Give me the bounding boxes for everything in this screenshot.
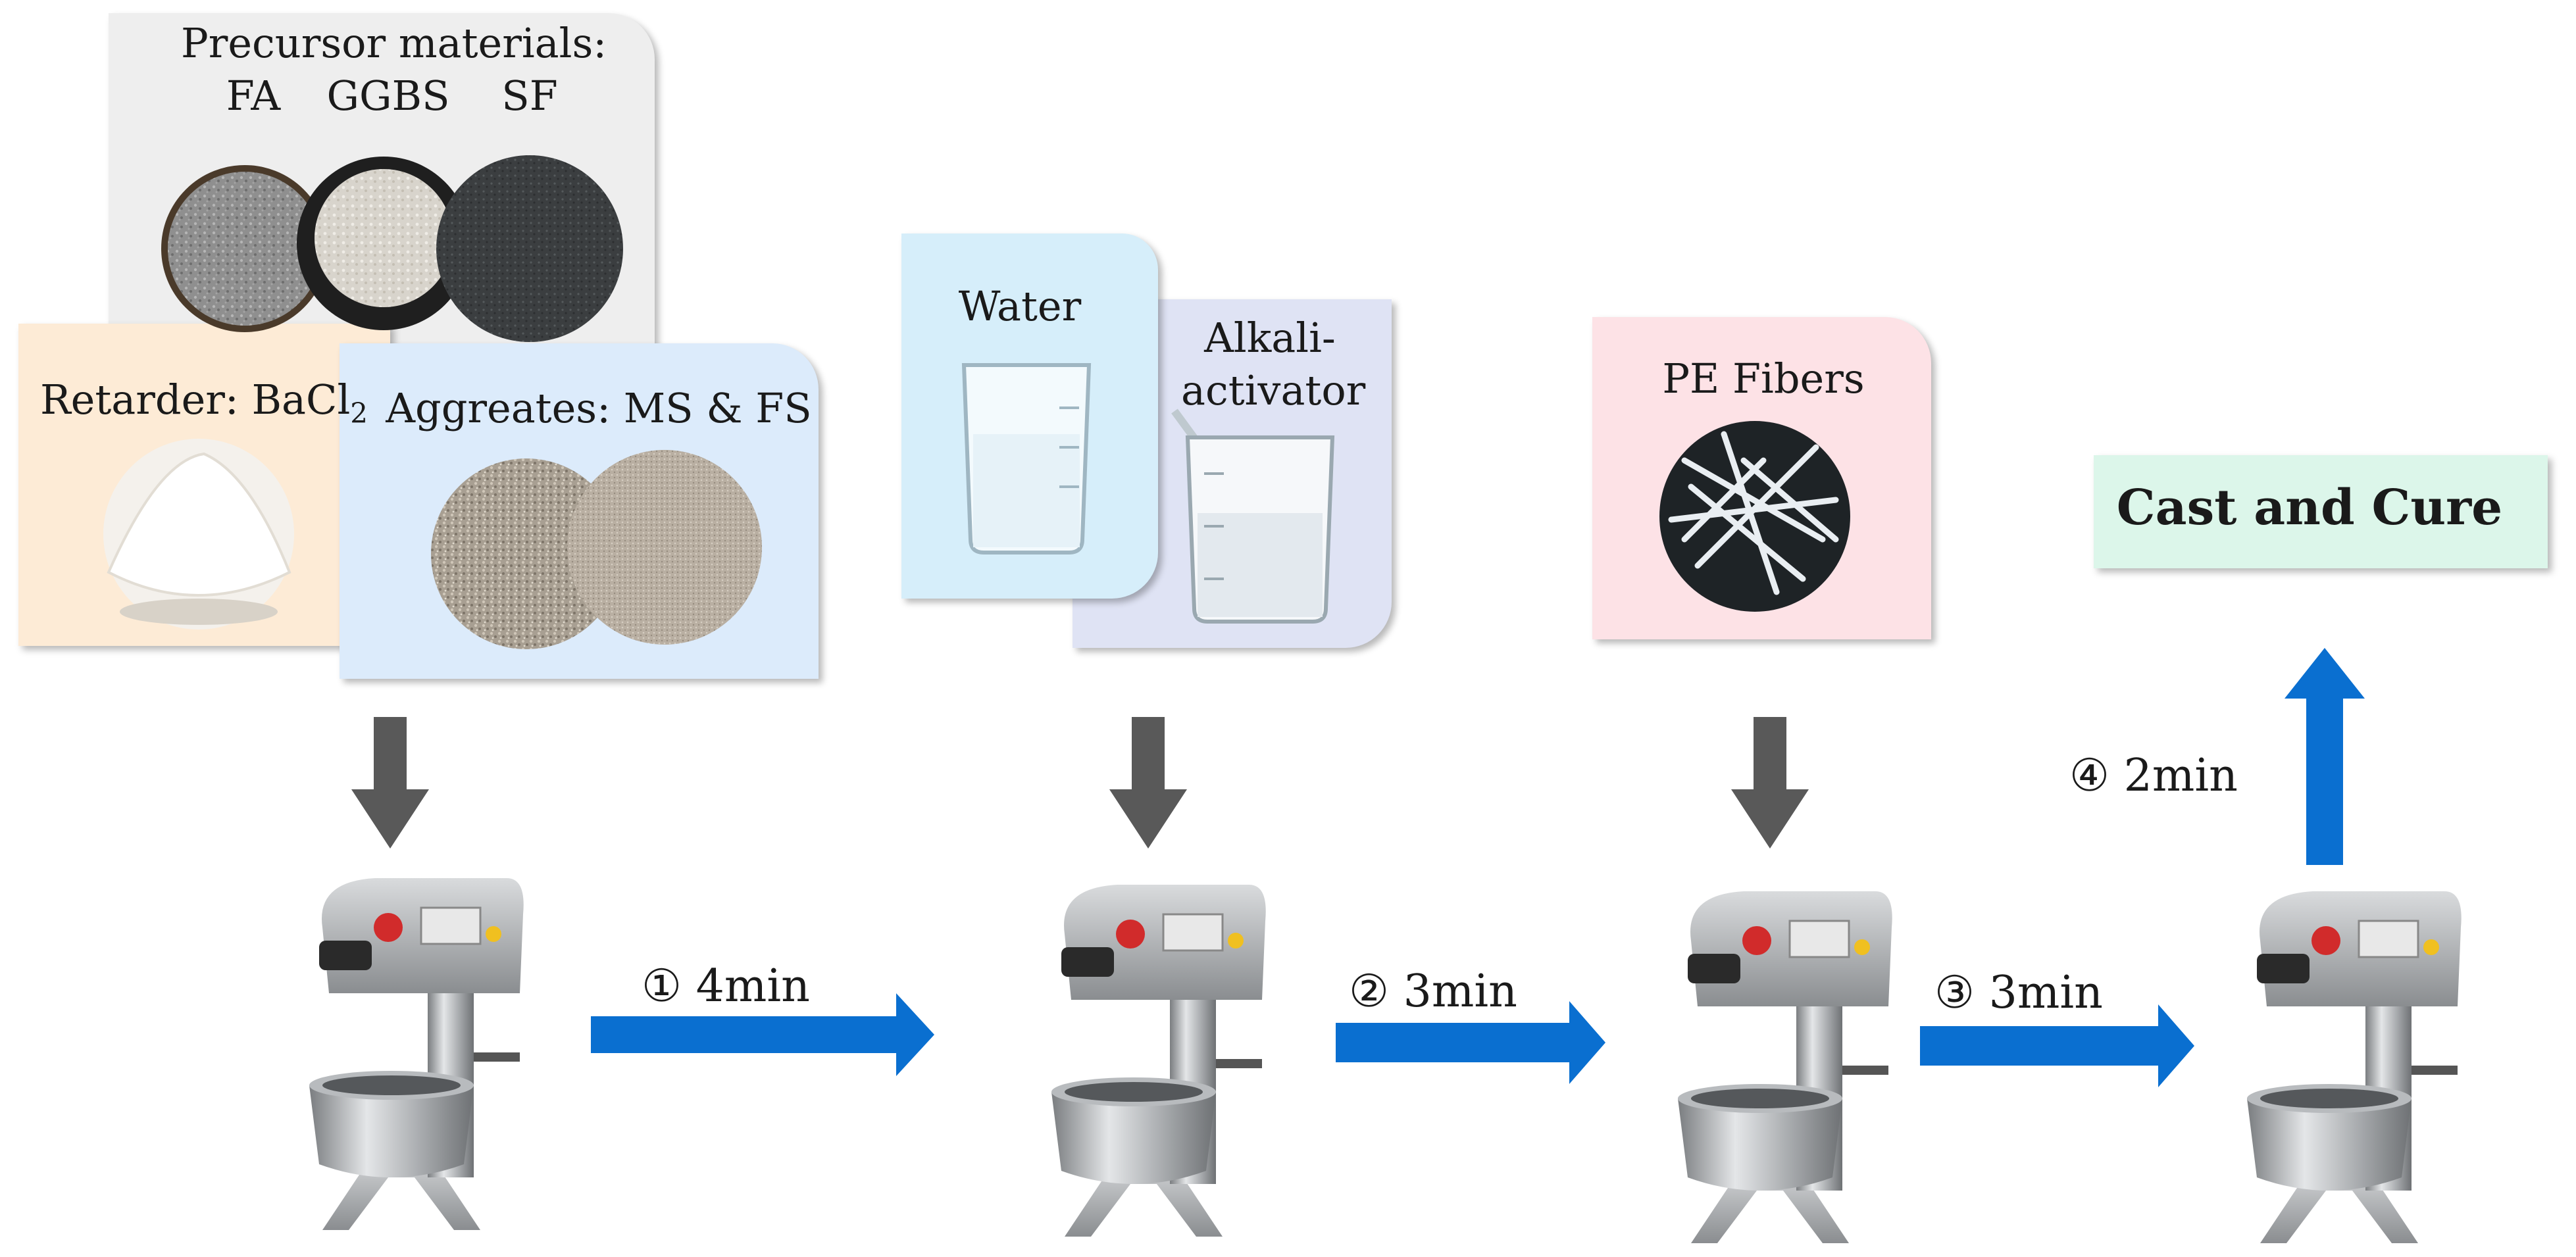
step-1-label: ① 4min [642,960,810,1012]
retarder-subscript: 2 [350,397,368,430]
mixer-1 [308,877,525,1231]
alkali-label-line1: Alkali- [1204,314,1336,362]
pe-fibers-label: PE Fibers [1662,355,1865,403]
machine-sand-photo [431,458,622,649]
alkali-label-line2: activator [1181,366,1366,414]
alkali-beaker-photo [1171,408,1335,624]
step-3-number: ③ [1934,967,1975,1019]
step-2-label: ② 3min [1349,966,1517,1018]
flow-arrow-2 [1336,1001,1605,1084]
down-arrow-2 [1109,717,1187,849]
step-4-time: 2min [2123,750,2238,802]
pe-fibers-photo [1659,421,1850,612]
silica-fume-photo [436,155,623,342]
precursor-title: Precursor materials: [181,19,607,67]
flow-arrow-3 [1920,1004,2194,1087]
fine-sand-photo [567,450,762,645]
flow-arrow-1 [591,993,934,1076]
cast-and-cure-label: Cast and Cure [2116,480,2503,536]
precursor-item-fa: FA [226,72,281,120]
mixer-2 [1050,883,1267,1238]
down-arrow-3 [1731,717,1809,849]
cast-and-cure-card [2094,455,2548,568]
step-2-number: ② [1349,966,1389,1018]
retarder-label: Retarder: BaCl2 [39,376,368,430]
precursor-item-sf: SF [501,72,558,120]
water-beaker-photo [961,363,1092,555]
flow-arrow-up [2285,648,2365,865]
water-label: Water [958,282,1082,330]
down-arrow-1 [351,717,429,849]
bacl2-photo [103,439,294,629]
step-4-label: ④ 2min [2069,750,2238,802]
mixer-3 [1677,890,1894,1245]
mixer-4 [2246,890,2463,1245]
step-4-number: ④ [2069,750,2109,802]
ggbs-photo [297,157,470,330]
step-1-number: ① [642,960,682,1012]
step-3-label: ③ 3min [1934,967,2103,1019]
step-1-time: 4min [695,960,810,1012]
step-3-time: 3min [1988,967,2103,1019]
precursor-item-ggbs: GGBS [326,72,450,120]
aggregates-label: Aggreates: MS & FS [386,384,812,432]
step-2-time: 3min [1403,966,1517,1018]
